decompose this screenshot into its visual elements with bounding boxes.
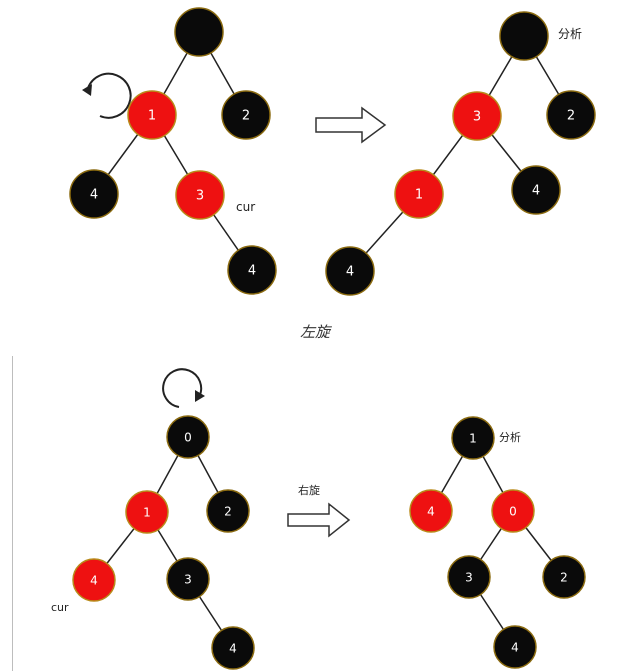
bottom-before-edges — [93, 436, 234, 649]
node-label: 1 — [415, 188, 423, 203]
tree-node-1: 1 — [451, 416, 495, 460]
tree-node-3: 3 — [452, 91, 502, 141]
left-rotation-panel: 1 2 4 3 4 cur 3 2 1 4 4 分析 左旋 — [0, 0, 627, 341]
node-circle — [409, 489, 453, 533]
top-before-nodes: 1 2 4 3 4 — [69, 7, 277, 295]
tree-node-3: 3 — [447, 555, 491, 599]
node-circle — [493, 625, 537, 669]
node-circle — [491, 489, 535, 533]
bottom-after-edges — [430, 437, 565, 648]
node-label: 3 — [184, 572, 192, 586]
left-rotation-figure: 1 2 4 3 4 cur 3 2 1 4 4 分析 — [69, 7, 596, 296]
node-label: 4 — [229, 641, 237, 655]
node-label: 2 — [224, 504, 232, 518]
node-label: 3 — [473, 110, 481, 125]
tree-node-4: 4 — [72, 558, 116, 602]
cur-annotation: cur — [51, 601, 69, 614]
tree-node-2: 2 — [542, 555, 586, 599]
analysis-annotation: 分析 — [499, 430, 521, 444]
node-label: 0 — [509, 504, 517, 518]
tree-node-0: 0 — [491, 489, 535, 533]
top-after-nodes: 3 2 1 4 4 — [325, 11, 596, 296]
top-after-edges — [349, 35, 572, 272]
node-circle — [325, 246, 375, 296]
cur-annotation: cur — [236, 200, 255, 214]
right-rotation-panel: 0 1 2 4 3 4 cur 右旋 1 4 0 3 2 4 分析 — [12, 356, 627, 671]
tree-node-4: 4 — [211, 626, 255, 670]
node-label: 2 — [567, 109, 575, 124]
node-label: 4 — [90, 573, 98, 587]
node-circle — [166, 557, 210, 601]
bottom-before-nodes: 0 1 2 4 3 4 — [72, 415, 255, 670]
node-label: 4 — [346, 265, 354, 280]
node-label: 4 — [427, 504, 435, 518]
tree-node-root — [499, 11, 549, 61]
node-circle — [211, 626, 255, 670]
tree-node-2: 2 — [221, 90, 271, 140]
node-label: 4 — [90, 188, 98, 203]
node-label: 1 — [469, 431, 477, 445]
node-circle — [166, 415, 210, 459]
tree-node-3: 3 — [166, 557, 210, 601]
tree-node-2: 2 — [206, 489, 250, 533]
analysis-annotation: 分析 — [558, 27, 582, 41]
tree-node-4: 4 — [511, 165, 561, 215]
node-circle — [394, 169, 444, 219]
node-circle — [206, 489, 250, 533]
tree-node-4: 4 — [69, 169, 119, 219]
left-rotation-arrow-icon — [82, 72, 132, 119]
transform-arrow-icon — [287, 502, 351, 538]
tree-node-1: 1 — [127, 90, 177, 140]
node-circle — [127, 90, 177, 140]
tree-node-root — [174, 7, 224, 57]
right-rotation-label: 右旋 — [298, 483, 320, 497]
node-circle — [499, 11, 549, 61]
right-rotation-arrow-icon — [162, 368, 205, 408]
node-circle — [511, 165, 561, 215]
node-circle — [174, 7, 224, 57]
node-label: 2 — [560, 570, 568, 584]
node-label: 3 — [196, 189, 204, 204]
node-circle — [542, 555, 586, 599]
node-circle — [451, 416, 495, 460]
node-circle — [447, 555, 491, 599]
tree-node-3: 3 — [175, 170, 225, 220]
tree-node-0: 0 — [166, 415, 210, 459]
tree-node-4: 4 — [493, 625, 537, 669]
tree-node-1: 1 — [394, 169, 444, 219]
node-label: 4 — [511, 640, 519, 654]
node-circle — [221, 90, 271, 140]
node-label: 4 — [532, 184, 540, 199]
left-rotation-caption: 左旋 — [300, 323, 331, 341]
node-label: 2 — [242, 109, 250, 124]
tree-node-4: 4 — [227, 245, 277, 295]
tree-node-4: 4 — [409, 489, 453, 533]
node-circle — [72, 558, 116, 602]
tree-node-1: 1 — [125, 490, 169, 534]
node-label: 3 — [465, 570, 473, 584]
right-rotation-figure: 0 1 2 4 3 4 cur 右旋 1 4 0 3 2 4 分析 — [51, 368, 586, 670]
node-circle — [125, 490, 169, 534]
tree-node-2: 2 — [546, 90, 596, 140]
top-before-edges — [93, 31, 253, 271]
node-circle — [227, 245, 277, 295]
node-circle — [69, 169, 119, 219]
node-label: 1 — [143, 505, 151, 519]
tree-node-4: 4 — [325, 246, 375, 296]
bottom-after-nodes: 1 4 0 3 2 4 — [409, 416, 586, 669]
node-label: 1 — [148, 109, 156, 124]
node-label: 4 — [248, 264, 256, 279]
node-circle — [546, 90, 596, 140]
node-label: 0 — [184, 430, 192, 444]
node-circle — [452, 91, 502, 141]
node-circle — [175, 170, 225, 220]
transform-arrow-icon — [315, 106, 387, 144]
